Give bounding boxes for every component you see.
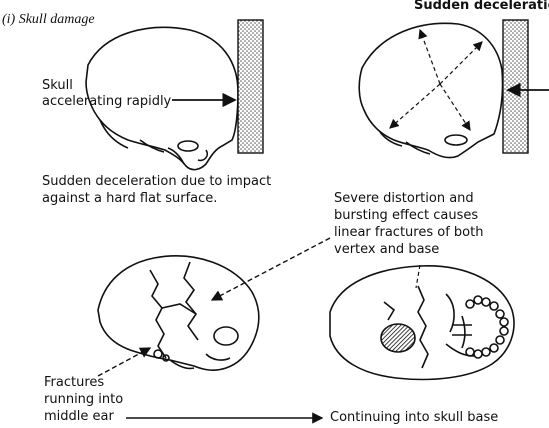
skull-side-view-left — [85, 26, 239, 171]
skull-base-view — [329, 265, 515, 381]
skull-label-line2: accelerating rapidly — [42, 94, 172, 109]
wall-right — [502, 19, 529, 154]
impact-label-line1: Sudden deceleration due to impact — [42, 174, 272, 189]
distortion-label-line3: linear fractures of both — [334, 225, 484, 240]
ear-label-line2: running into — [44, 392, 124, 407]
ear-label-line1: Fractures — [44, 375, 105, 390]
distortion-arrow — [210, 237, 331, 301]
ear-arrow — [97, 347, 152, 377]
distortion-label-line2: bursting effect causes — [334, 208, 479, 223]
top-right-title: Sudden deceleration — [414, 0, 549, 13]
base-fracture-arrow — [415, 264, 421, 289]
skull-label-line1: Skull — [42, 78, 73, 93]
skull-base-label: Continuing into skull base — [330, 410, 499, 425]
distortion-label-line4: vertex and base — [334, 242, 440, 257]
fractured-skull-side — [97, 255, 260, 371]
distortion-label-line1: Severe distortion and — [334, 191, 474, 206]
teeth-row — [465, 295, 509, 359]
skull-side-view-right — [358, 22, 504, 159]
impact-label-line2: against a hard flat surface. — [42, 191, 218, 206]
wall-left — [237, 19, 264, 154]
ear-label-line3: middle ear — [44, 409, 114, 424]
section-label: (i) Skull damage — [2, 12, 95, 27]
burst-arrows — [389, 28, 483, 132]
